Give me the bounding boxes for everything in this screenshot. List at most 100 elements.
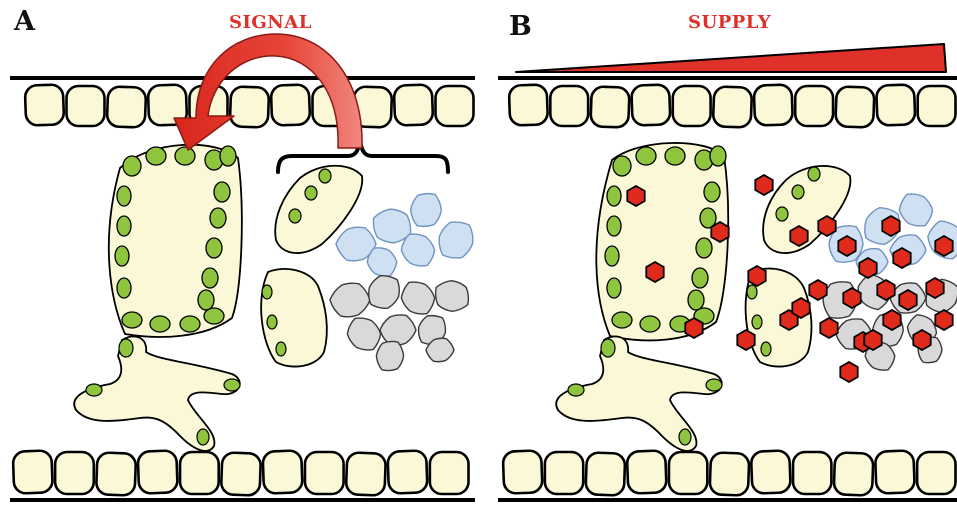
branched-nucleus (706, 379, 722, 391)
epithelial-cell (751, 450, 791, 493)
epithelial-cell (107, 86, 146, 127)
epithelial-cell (795, 86, 833, 126)
hexagon-particle-icon (627, 186, 644, 206)
nucleus (607, 186, 621, 206)
blue-cell (899, 194, 932, 226)
nucleus (214, 182, 230, 202)
epithelial-cell (221, 452, 261, 495)
small-cell-nucleus (305, 186, 317, 200)
hexagon-particle-icon (883, 310, 900, 330)
hexagon-particle-icon (685, 318, 702, 338)
hexagon-particle-icon (711, 222, 728, 242)
hexagon-particle-icon (838, 236, 855, 256)
nucleus (202, 268, 218, 288)
gray-cell (330, 283, 370, 317)
hexagon-particle-icon (935, 236, 952, 256)
small-cell-nucleus (289, 209, 301, 223)
nucleus (665, 147, 685, 165)
epithelial-cell (387, 450, 427, 493)
gray-cell (380, 315, 416, 345)
small-cell-nucleus (808, 167, 820, 181)
epithelial-cell (503, 450, 543, 493)
nucleus (220, 146, 236, 166)
nucleus (198, 290, 214, 310)
small-cell-nucleus (747, 285, 757, 299)
small-cell-nucleus (276, 342, 286, 356)
epithelial-cell (673, 86, 711, 126)
hexagon-particle-icon (755, 175, 772, 195)
curved-arrow-icon (174, 34, 362, 150)
top-epithelium-row-a (25, 84, 474, 127)
hexagon-particle-icon (792, 298, 809, 318)
branched-nucleus (197, 429, 209, 445)
nucleus (636, 147, 656, 165)
hexagon-particle-icon (926, 278, 943, 298)
nucleus (117, 216, 131, 236)
epithelial-cell (430, 452, 469, 494)
epithelial-cell (67, 86, 105, 126)
hexagon-particle-icon (818, 216, 835, 236)
epithelial-cell (875, 450, 915, 493)
hexagon-particle-icon (737, 330, 754, 350)
nucleus (210, 208, 226, 228)
hexagon-particle-icon (935, 310, 952, 330)
blue-cell (411, 194, 442, 227)
gray-cell-cluster-a (330, 276, 468, 371)
epithelial-cell (230, 86, 269, 127)
epithelial-cell (509, 84, 548, 125)
epithelial-cell (55, 452, 94, 494)
nucleus (146, 147, 166, 165)
epithelial-cell (835, 86, 874, 127)
epithelial-cell (346, 452, 386, 495)
small-cell-nucleus (319, 169, 331, 183)
nucleus (640, 316, 660, 332)
small-cell-nucleus (761, 342, 771, 356)
small-cell-nucleus (792, 185, 804, 199)
bottom-epithelium-row-a (13, 450, 469, 495)
small-cell-nucleus (267, 315, 277, 329)
gray-cell (401, 282, 434, 314)
hexagon-particle-icon (840, 362, 857, 382)
blue-cell (367, 248, 397, 276)
gray-cell (376, 341, 403, 370)
epithelial-cell (436, 86, 474, 126)
epithelial-cell (305, 452, 344, 494)
epithelial-cell (545, 452, 583, 494)
blue-cell (373, 209, 410, 243)
epithelial-cell (917, 452, 955, 494)
epithelial-cell (180, 452, 219, 494)
nucleus (696, 238, 712, 258)
epithelial-cell (138, 450, 178, 493)
small-cell-nucleus (752, 315, 762, 329)
branched-nucleus (601, 339, 615, 357)
nucleus (607, 216, 621, 236)
epithelial-cell (585, 452, 625, 495)
top-epithelium-row-b (509, 84, 956, 127)
nucleus (175, 147, 195, 165)
nucleus (710, 146, 726, 166)
nucleus (692, 268, 708, 288)
hexagon-particle-icon (882, 216, 899, 236)
nucleus (117, 278, 131, 298)
branched-nucleus (679, 429, 691, 445)
panel-b (498, 44, 957, 500)
gray-cell (436, 281, 469, 312)
epithelial-cell (627, 450, 667, 493)
epithelial-cell (669, 452, 707, 494)
nucleus (122, 312, 142, 328)
nucleus (605, 246, 619, 266)
panel-a (10, 34, 475, 500)
hexagon-particle-icon (899, 290, 916, 310)
hexagon-particle-icon (893, 248, 910, 268)
nucleus (180, 316, 200, 332)
epithelial-cell (96, 452, 136, 495)
small-cell-nucleus (262, 285, 272, 299)
hexagon-particle-icon (877, 280, 894, 300)
small-cell-nucleus (776, 207, 788, 221)
blue-cell-cluster-a (336, 194, 473, 277)
gray-cell (369, 276, 400, 309)
epithelial-cell (918, 86, 956, 126)
epithelial-cell (710, 452, 750, 495)
branched-nucleus (224, 379, 240, 391)
